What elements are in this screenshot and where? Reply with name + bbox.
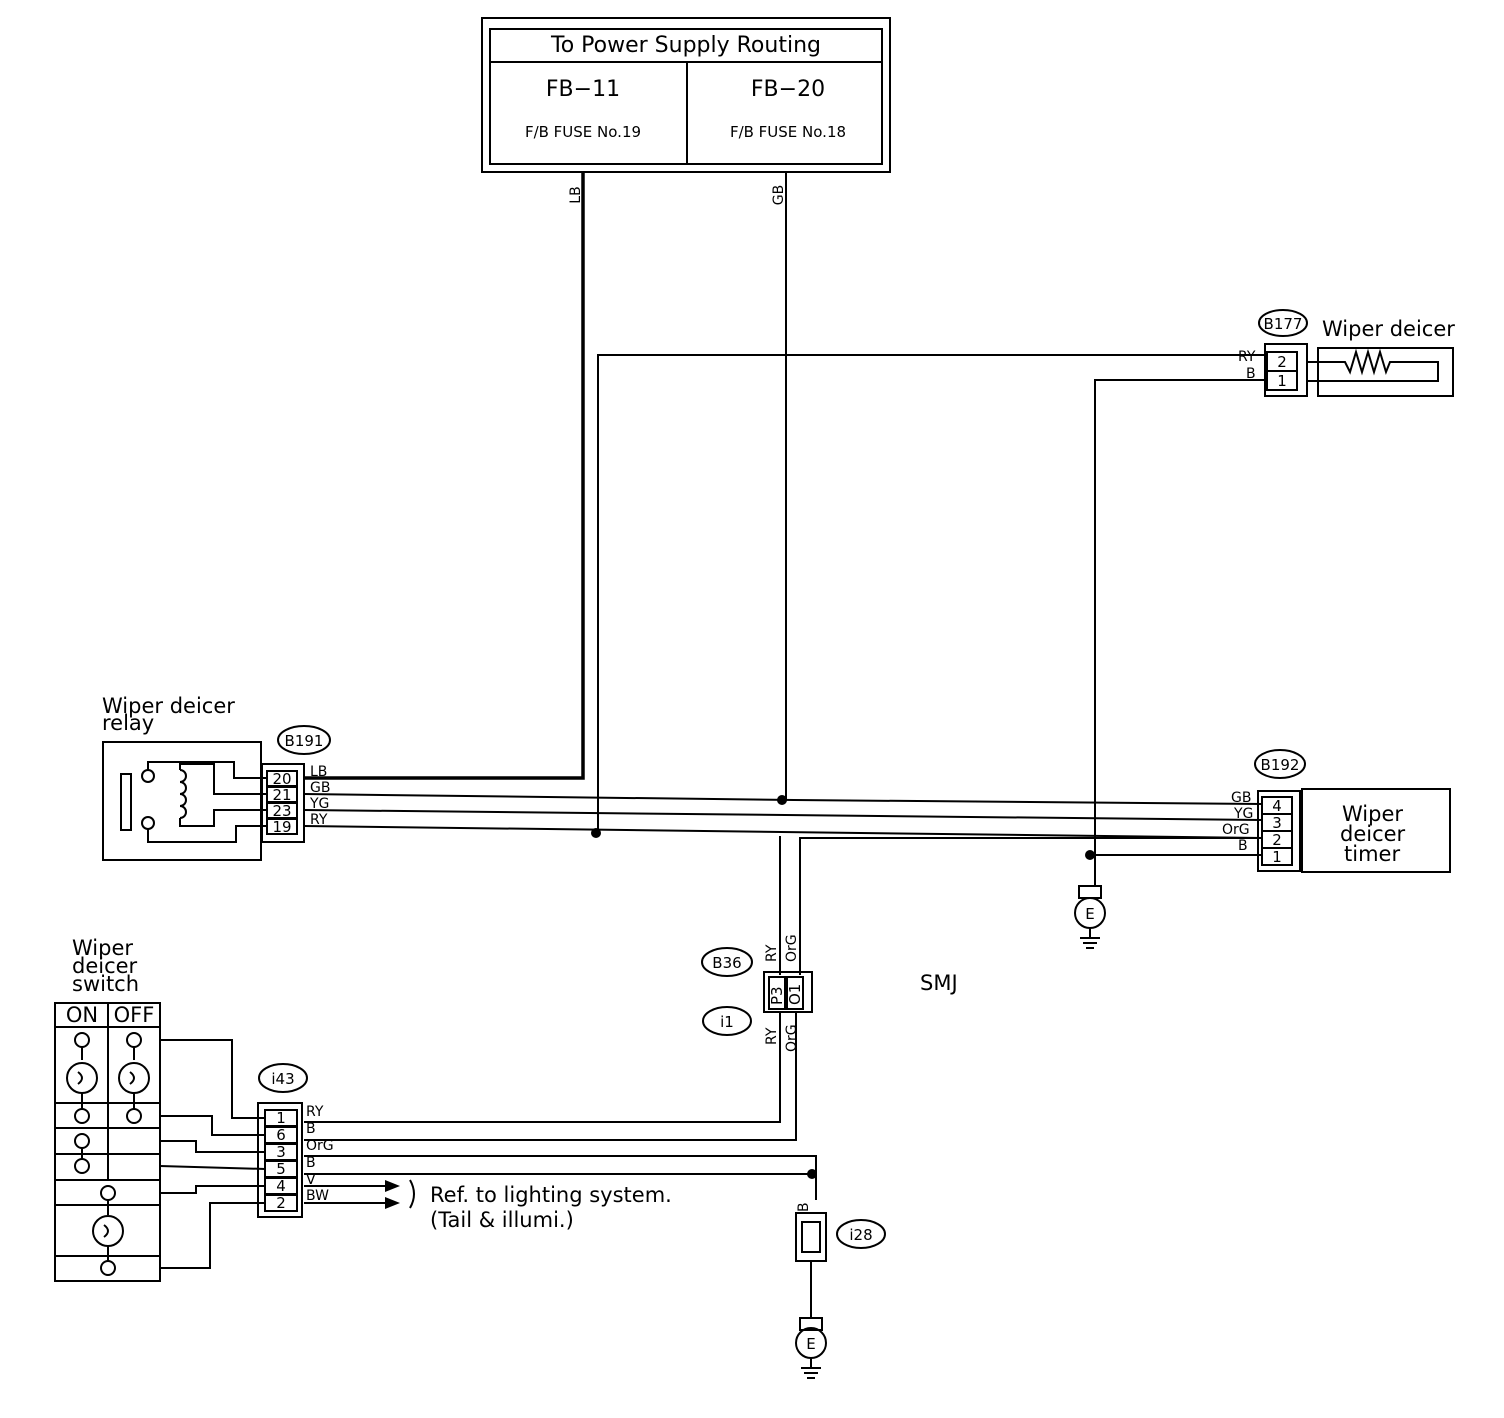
- i43-wire-b-2: B: [306, 1155, 316, 1171]
- connector-b177: B177: [1264, 315, 1303, 333]
- smj-label: SMJ: [920, 971, 958, 995]
- wiper-deicer-relay: Wiper deicer relay B191 20 21 23 19 LB G…: [102, 694, 331, 861]
- wiper-deicer-timer: B192 4 3 2 1 GB YG OrG B Wiper deicer ti…: [1222, 749, 1451, 873]
- b191-pin-19: 19: [272, 818, 291, 836]
- switch-label-line2: deicer: [72, 954, 138, 978]
- b177-pin-2: 2: [1277, 353, 1287, 371]
- power-supply-box: To Power Supply Routing FB−11 F/B FUSE N…: [481, 17, 891, 173]
- timer-label-line1: Wiper: [1342, 802, 1403, 826]
- switch-label-line1: Wiper: [72, 936, 133, 960]
- connector-i1: i1: [720, 1013, 734, 1031]
- i43-pin-1: 1: [276, 1109, 286, 1127]
- b191-wire-lb: LB: [310, 764, 327, 780]
- switch-label-line3: switch: [72, 972, 139, 996]
- b191-pin-21: 21: [272, 786, 291, 804]
- b191-wire-gb: GB: [310, 780, 330, 796]
- wiper-deicer-label: Wiper deicer: [1322, 317, 1455, 341]
- b177-wire-b: B: [1246, 366, 1256, 382]
- smj-connector: SMJ B36 i1 RY OrG P3 O1 RY OrG: [304, 934, 958, 1200]
- i43-pin-3: 3: [276, 1143, 286, 1161]
- harness-wires: [303, 172, 1265, 975]
- switch-off-label: OFF: [114, 1003, 155, 1027]
- ground-label-timer: E: [1085, 905, 1094, 923]
- b192-pin-4: 4: [1272, 797, 1282, 815]
- connector-i43: i43: [271, 1070, 294, 1088]
- i43-wire-bw: BW: [306, 1188, 329, 1204]
- switch-on-label: ON: [66, 1003, 98, 1027]
- connector-i43-block: i43 1 6 3 5 4 2 RY B OrG B V BW Ref. to …: [159, 1039, 672, 1269]
- wire-label-lb: LB: [568, 186, 584, 203]
- wire-label-gb: GB: [771, 185, 787, 205]
- i43-wire-org: OrG: [306, 1138, 334, 1154]
- fuse-fb20-number: F/B FUSE No.18: [730, 123, 846, 141]
- wiper-deicer: B177 Wiper deicer 2 1 RY B: [1238, 309, 1455, 397]
- ref-lighting-line1: Ref. to lighting system.: [430, 1183, 672, 1207]
- relay-label-line2: relay: [102, 711, 154, 735]
- i43-pin-5: 5: [276, 1160, 286, 1178]
- smj-bottom-wire-org: OrG: [784, 1024, 800, 1052]
- i28-wire-b: B: [796, 1202, 812, 1212]
- i43-pin-2: 2: [276, 1194, 286, 1212]
- smj-pin-p3: P3: [768, 986, 786, 1005]
- b192-pin-1: 1: [1272, 848, 1282, 866]
- b192-pin-2: 2: [1272, 831, 1282, 849]
- smj-top-wire-ry: RY: [764, 944, 780, 962]
- b191-pin-23: 23: [272, 802, 291, 820]
- ref-lighting-line2: (Tail & illumi.): [430, 1208, 574, 1232]
- connector-b36: B36: [712, 954, 741, 972]
- ground-symbol-timer: E: [1074, 885, 1106, 949]
- b192-wire-b: B: [1238, 838, 1248, 854]
- fuse-fb20-label: FB−20: [751, 77, 825, 102]
- relay-label-line1: Wiper deicer: [102, 694, 235, 718]
- b177-pin-1: 1: [1277, 372, 1287, 390]
- ground-label-i28: E: [806, 1335, 815, 1353]
- b192-pin-3: 3: [1272, 814, 1282, 832]
- b191-wire-ry: RY: [310, 812, 328, 828]
- b191-wire-yg: YG: [309, 796, 329, 812]
- b192-wire-gb: GB: [1231, 790, 1251, 806]
- timer-label-line3: timer: [1344, 842, 1400, 866]
- b191-pin-20: 20: [272, 770, 291, 788]
- ground-connector-i28: B i28 E: [795, 1202, 886, 1379]
- i43-pin-6: 6: [276, 1126, 286, 1144]
- smj-bottom-wire-ry: RY: [764, 1027, 780, 1045]
- fuse-fb11-label: FB−11: [546, 77, 620, 102]
- fuse-fb11-number: F/B FUSE No.19: [525, 123, 641, 141]
- i43-pin-4: 4: [276, 1177, 286, 1195]
- b192-wire-org: OrG: [1222, 822, 1250, 838]
- smj-top-wire-org: OrG: [784, 934, 800, 962]
- power-supply-title: To Power Supply Routing: [550, 33, 821, 58]
- connector-b191: B191: [285, 732, 324, 750]
- b192-wire-yg: YG: [1233, 806, 1253, 822]
- i43-wire-ry: RY: [306, 1104, 324, 1120]
- wiper-deicer-switch: Wiper deicer switch ON OFF: [54, 936, 161, 1282]
- b177-wire-ry: RY: [1238, 349, 1256, 365]
- smj-pin-o1: O1: [786, 984, 804, 1005]
- i43-wire-b-1: B: [306, 1121, 316, 1137]
- connector-b192: B192: [1261, 756, 1300, 774]
- connector-i28: i28: [849, 1226, 872, 1244]
- i43-wire-v: V: [306, 1172, 316, 1188]
- timer-label-line2: deicer: [1340, 822, 1406, 846]
